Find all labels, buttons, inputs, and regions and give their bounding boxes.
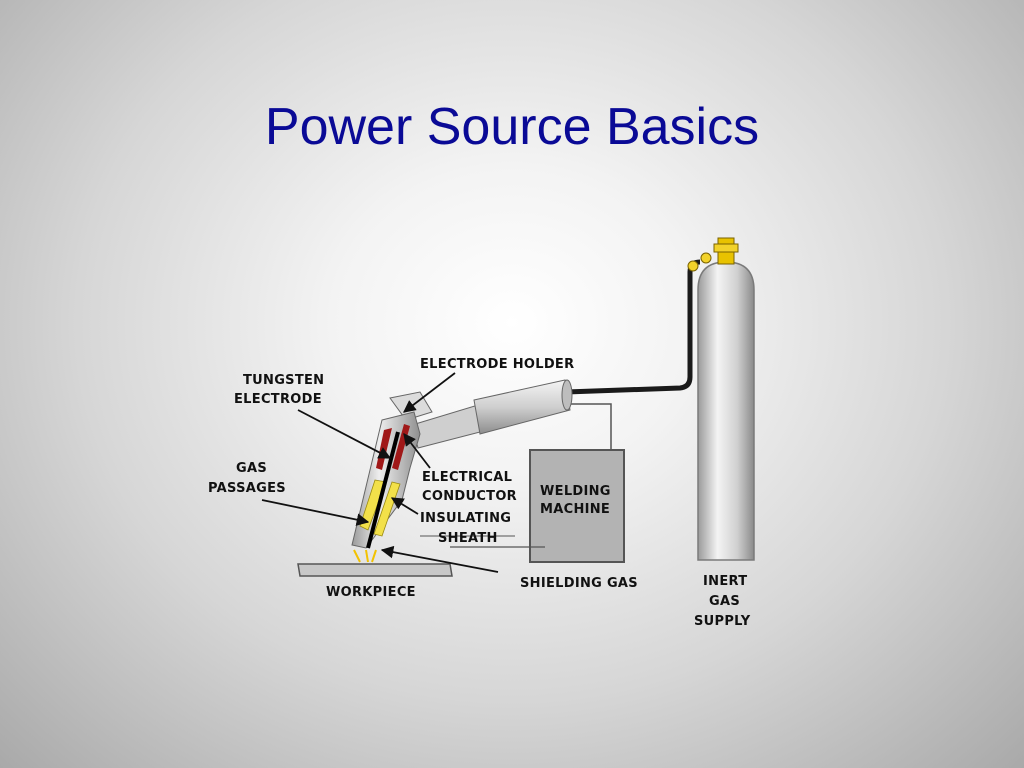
electrode-holder	[411, 379, 573, 449]
insulating-sheath-pointer	[390, 497, 419, 515]
label-electrical-conductor-2: CONDUCTOR	[422, 489, 517, 504]
gas-cylinder	[697, 261, 755, 561]
label-shielding-gas: SHIELDING GAS	[520, 576, 638, 591]
label-gas-passages-2: PASSAGES	[208, 481, 286, 496]
electrical-conductor-pointer	[403, 432, 431, 469]
label-inert-gas-supply-1: INERT	[703, 574, 747, 589]
welding-machine-box	[529, 449, 625, 563]
label-insulating-sheath-1: INSULATING	[420, 511, 511, 526]
gas-hose	[565, 259, 701, 395]
tungsten-electrode-pointer	[297, 409, 392, 459]
label-gas-passages-1: GAS	[236, 461, 267, 476]
label-inert-gas-supply-2: GAS	[709, 594, 740, 609]
label-electrical-conductor-1: ELECTRICAL	[422, 470, 512, 485]
label-tungsten-electrode-1: TUNGSTEN	[243, 373, 324, 388]
electrode-holder-pointer	[402, 372, 456, 413]
label-electrode-holder: ELECTRODE HOLDER	[420, 357, 574, 372]
gas-passages-pointer	[261, 499, 370, 526]
label-inert-gas-supply-3: SUPPLY	[694, 614, 751, 629]
workpiece-plate	[297, 563, 453, 577]
shielding-gas-pointer	[380, 545, 499, 573]
label-insulating-sheath-2: SHEATH	[438, 531, 498, 546]
power-cable	[568, 403, 612, 468]
slide-title: Power Source Basics	[264, 98, 760, 156]
label-workpiece: WORKPIECE	[326, 585, 416, 600]
label-welding-machine-2: MACHINE	[540, 502, 610, 517]
label-tungsten-electrode-2: ELECTRODE	[234, 392, 322, 407]
label-welding-machine-1: WELDING	[540, 484, 611, 499]
cylinder-valve	[687, 237, 739, 272]
